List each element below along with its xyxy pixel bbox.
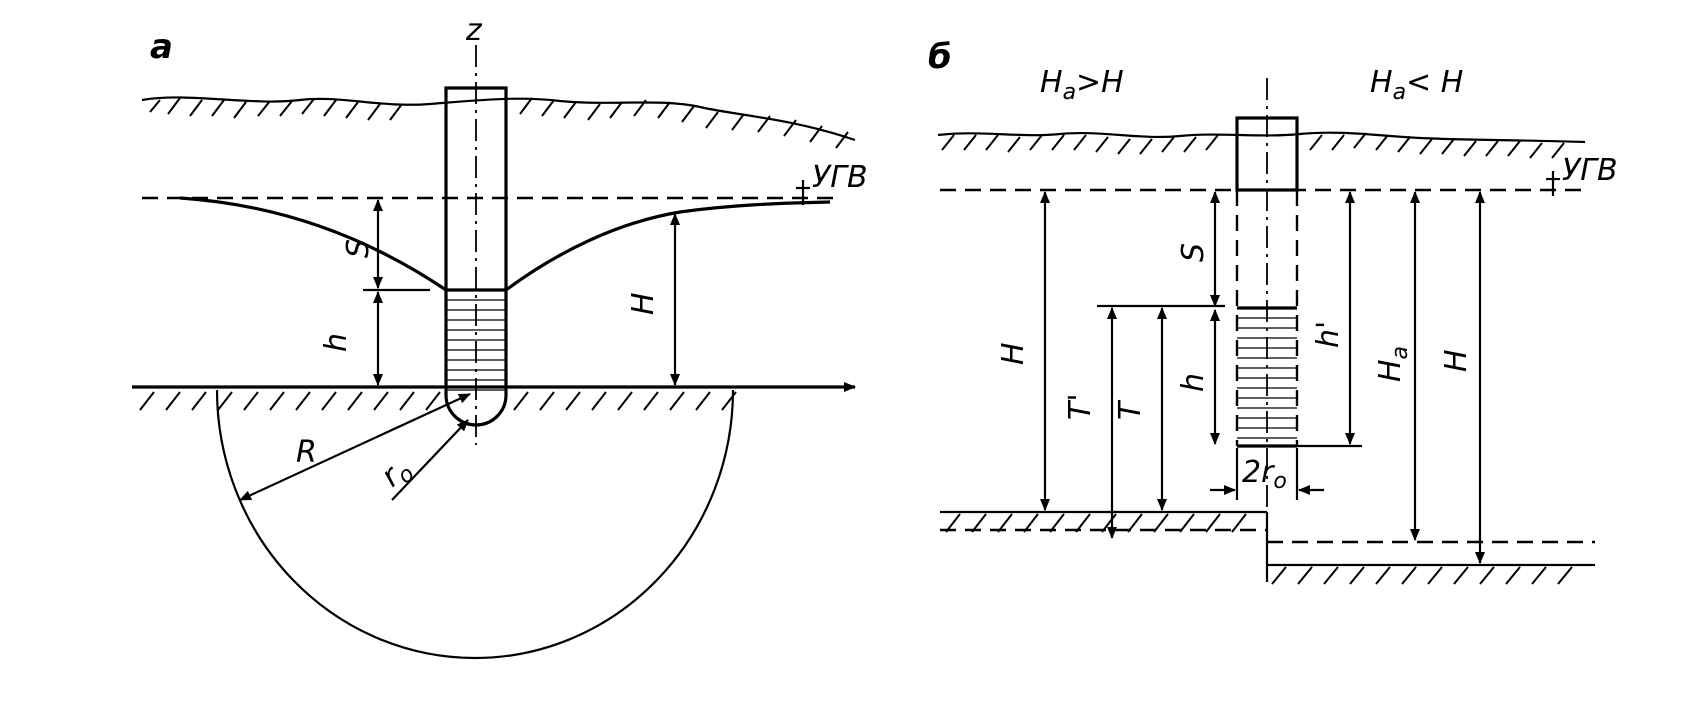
head-label-right-b: H: [1439, 349, 1474, 372]
case-left-label: Ha>H: [1040, 65, 1124, 105]
base-hatching-a: [139, 391, 737, 411]
influence-semicircle: [215, 389, 735, 660]
water-depth-prime-label: h': [1311, 321, 1346, 348]
depression-curve-right: [505, 200, 831, 292]
head-label-left-b: H: [996, 342, 1031, 365]
ground-hatching-b: [941, 132, 1565, 159]
gw-level-marker-a: [796, 180, 810, 205]
panel-a-letter: a: [150, 27, 173, 67]
depression-curve-left: [179, 196, 447, 292]
drawdown-dimension-a: [363, 199, 430, 292]
drawdown-label-a: S: [341, 239, 376, 258]
influence-radius-arrow: [239, 393, 471, 501]
panel-b: б Ha>H Ha< H УГВ: [928, 37, 1618, 585]
panel-b-letter: б: [928, 37, 952, 77]
ground-hatching-a: [149, 97, 849, 149]
base-hatching-left-b: [945, 513, 1247, 533]
axis-label-z: z: [465, 13, 483, 48]
gw-level-label-a: УГВ: [812, 160, 868, 195]
well-radius-label-a: ro: [375, 451, 420, 497]
ground-surface-a: [141, 96, 856, 142]
water-depth-label-a: h: [319, 333, 354, 352]
gw-level-label-b: УГВ: [1562, 153, 1618, 188]
water-depth-label-b: h: [1176, 373, 1211, 392]
ground-surface-b: [937, 131, 1586, 144]
head-a-label: Ha: [1373, 346, 1413, 382]
case-right-label: Ha< H: [1370, 65, 1463, 105]
thickness-label: T: [1113, 399, 1148, 420]
influence-radius-label: R: [296, 435, 317, 470]
head-label-a: H: [626, 292, 661, 315]
thickness-prime-label: T': [1063, 393, 1098, 420]
well-radius-arrow-a: [391, 419, 469, 501]
base-hatching-right-b: [1271, 566, 1573, 585]
gw-level-marker-b: [1546, 171, 1560, 196]
diameter-label: 2ro: [1242, 455, 1287, 494]
drawdown-label-b: S: [1176, 243, 1211, 262]
panel-a: a УГВ: [132, 13, 868, 660]
